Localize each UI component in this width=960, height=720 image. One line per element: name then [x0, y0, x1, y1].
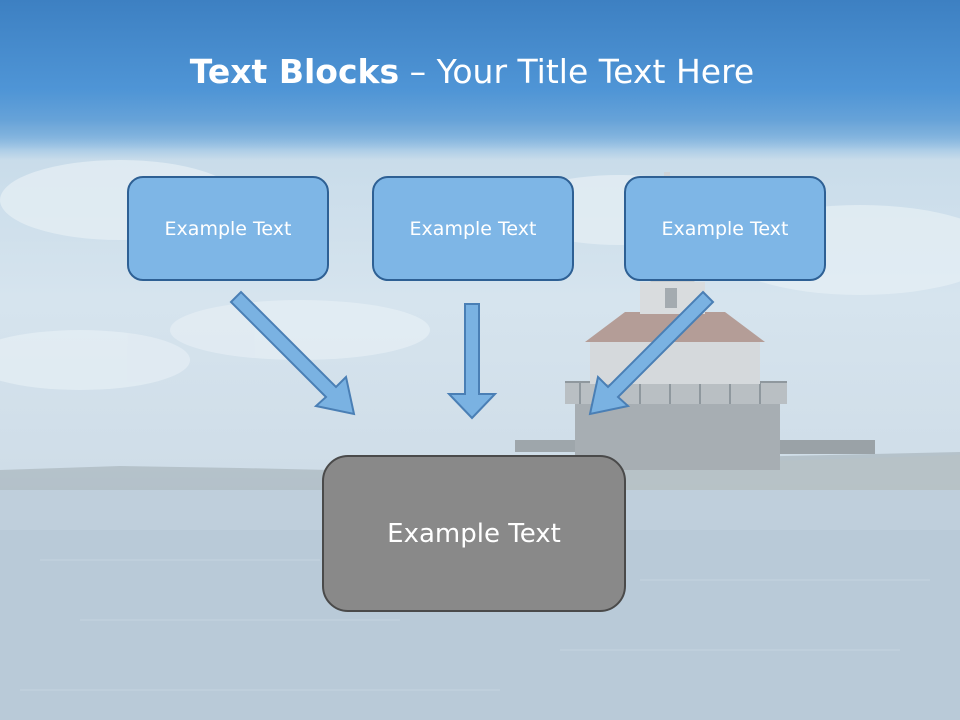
text-block-2-label: Example Text — [409, 217, 537, 240]
header-band — [0, 0, 960, 150]
right-diagonal-arrow — [588, 290, 715, 416]
title-rest-part: – Your Title Text Here — [399, 52, 755, 91]
result-block-label: Example Text — [387, 518, 561, 549]
title-bold-part: Text Blocks — [189, 52, 400, 91]
text-block-2[interactable]: Example Text — [372, 176, 574, 281]
result-block[interactable]: Example Text — [322, 455, 626, 612]
text-block-3[interactable]: Example Text — [624, 176, 826, 281]
center-down-arrow — [446, 303, 498, 420]
left-diagonal-arrow — [229, 290, 356, 416]
text-block-1-label: Example Text — [164, 217, 292, 240]
text-block-3-label: Example Text — [661, 217, 789, 240]
text-block-1[interactable]: Example Text — [127, 176, 329, 281]
slide-title: Text Blocks – Your Title Text Here — [0, 52, 944, 91]
